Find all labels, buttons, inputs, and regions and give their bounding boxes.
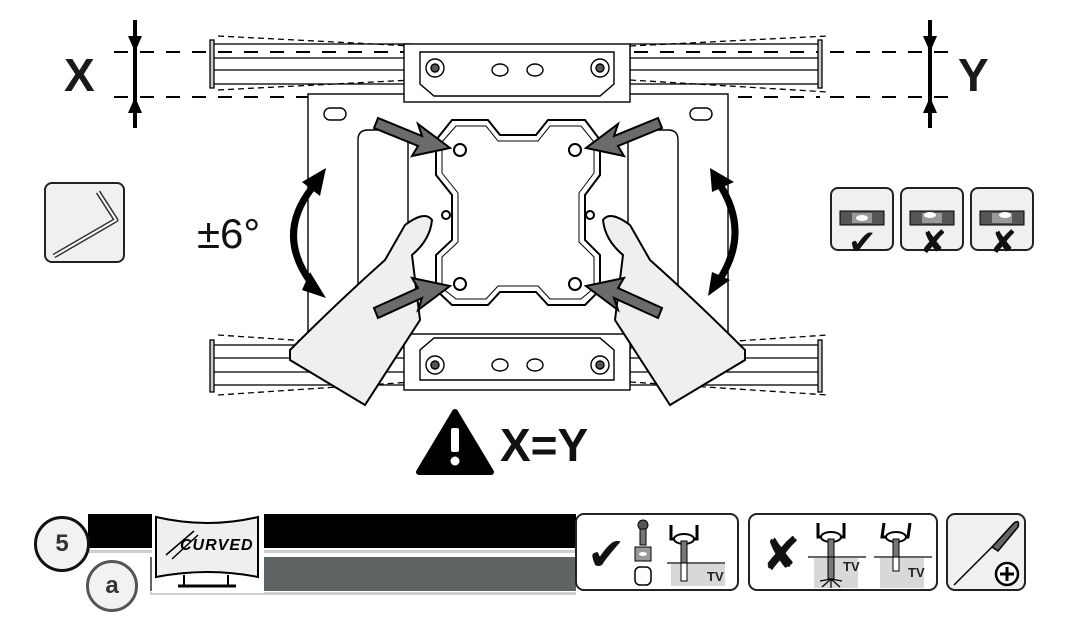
- spacer-screw-icon: [634, 519, 725, 586]
- top-bracket: [403, 43, 631, 103]
- check-icon: ✔: [587, 528, 626, 580]
- equality-rule-label: X=Y: [500, 419, 589, 471]
- tilt-angle-label: ±6°: [197, 210, 261, 257]
- check-icon: ✔: [848, 224, 877, 262]
- tv-label: TV: [707, 569, 724, 584]
- pointer-arrows: [372, 116, 664, 320]
- hex-key-tile: [44, 182, 125, 263]
- screwdriver-panel: [946, 513, 1026, 591]
- correct-mounting-panel: ✔ TV: [575, 513, 739, 591]
- tv-label: TV: [908, 565, 925, 580]
- sub-step-label: a: [86, 560, 138, 612]
- bottom-bracket: [403, 333, 631, 391]
- spirit-level-icon: [909, 210, 955, 226]
- spirit-level-icon: [979, 210, 1025, 226]
- bar-separator: [150, 592, 576, 595]
- curved-tv-icon: [155, 515, 259, 588]
- bar-separator: [88, 550, 576, 553]
- x-dimension-marker: [114, 20, 820, 128]
- tv-label: TV: [843, 559, 860, 574]
- level-tile-incorrect-2: ✘: [970, 187, 1034, 260]
- y-dimension-marker: [830, 20, 950, 128]
- cross-icon: ✘: [920, 224, 947, 260]
- level-tile-incorrect-1: ✘: [900, 187, 964, 260]
- tilt-arrows: [290, 180, 739, 287]
- curved-label: CURVED: [180, 537, 254, 554]
- hex-key-icon: [52, 190, 119, 259]
- cross-icon: ✘: [990, 224, 1017, 260]
- cross-icon: ✘: [762, 528, 801, 580]
- level-tile-correct: ✔: [830, 187, 894, 262]
- mount-diagram: [114, 20, 950, 475]
- x-measure-label: X: [64, 49, 95, 101]
- spirit-level-icon: [839, 210, 885, 226]
- step-number: 5: [34, 516, 90, 572]
- incorrect-mounting-panel: ✘ TV TV: [748, 513, 938, 591]
- warning-triangle-icon: [416, 409, 494, 475]
- hands: [289, 215, 746, 407]
- curved-tv-tile: CURVED: [152, 513, 264, 593]
- incorrect-screw-icon: [808, 522, 932, 588]
- y-measure-label: Y: [958, 49, 989, 101]
- phillips-screwdriver-icon: [953, 520, 1020, 587]
- tv-plate: [435, 119, 601, 306]
